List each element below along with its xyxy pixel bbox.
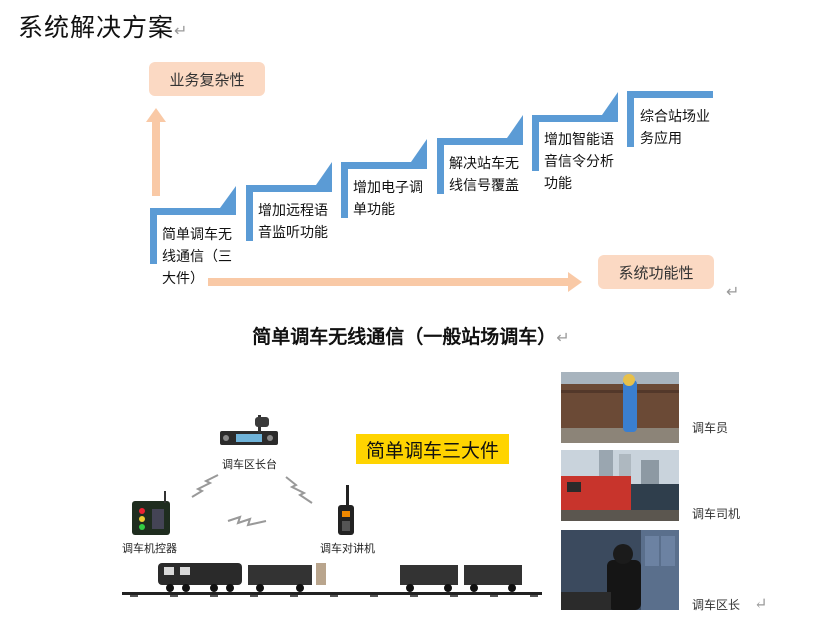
three-items-highlight: 简单调车三大件 xyxy=(356,434,509,464)
step-5: 增加智能语 音信令分析 功能 xyxy=(544,129,614,195)
device-diagram xyxy=(122,415,542,597)
step-line: 线通信（三 xyxy=(162,249,232,265)
step-line: 解决站车无 xyxy=(449,156,519,172)
driver-photo xyxy=(561,450,679,521)
business-complexity-pill: 业务复杂性 xyxy=(149,62,265,96)
horizontal-arrow-head xyxy=(568,272,582,292)
signal-zigzag xyxy=(191,474,219,498)
step-3: 增加电子调 单功能 xyxy=(353,177,423,221)
title-text: 系统解决方案 xyxy=(18,13,175,42)
return-mark: ↵ xyxy=(754,594,768,613)
step-line: 增加远程语 xyxy=(258,203,328,219)
step5-top xyxy=(532,115,618,122)
controller-label: 调车机控器 xyxy=(122,542,177,555)
step1-corner xyxy=(220,186,236,208)
step4-top xyxy=(437,138,523,145)
supervisor-photo xyxy=(561,530,679,610)
system-function-pill: 系统功能性 xyxy=(598,255,714,289)
train-icon xyxy=(122,563,542,597)
base-station-label: 调车区长台 xyxy=(222,458,277,471)
walkie-talkie-icon xyxy=(338,485,354,535)
step6-left xyxy=(627,91,634,147)
step5-corner xyxy=(602,92,618,115)
step1-top xyxy=(150,208,236,215)
step3-left xyxy=(341,162,348,218)
signal-zigzag xyxy=(227,515,267,527)
step3-top xyxy=(341,162,427,169)
step-4: 解决站车无 线信号覆盖 xyxy=(449,153,519,197)
controller-icon xyxy=(132,491,170,535)
signal-zigzag xyxy=(285,476,313,504)
return-mark: ↵ xyxy=(726,282,740,301)
step1-left xyxy=(150,208,157,264)
step2-left xyxy=(246,185,253,241)
step-line: 增加智能语 xyxy=(544,132,614,148)
step-2: 增加远程语 音监听功能 xyxy=(258,200,328,244)
driver-label: 调车司机 xyxy=(692,507,741,521)
step-line: 音信令分析 xyxy=(544,154,614,170)
step-line: 务应用 xyxy=(640,131,682,147)
step2-corner xyxy=(316,162,332,185)
horizontal-arrow-shaft xyxy=(208,278,570,286)
base-station-icon xyxy=(220,415,278,445)
step-line: 线信号覆盖 xyxy=(449,178,519,194)
vertical-arrow-shaft xyxy=(152,120,160,196)
step4-left xyxy=(437,138,444,194)
return-mark: ↵ xyxy=(556,328,570,347)
shunter-photo xyxy=(561,372,679,443)
step5-left xyxy=(532,115,539,171)
step-line: 单功能 xyxy=(353,202,395,218)
step4-corner xyxy=(507,115,523,138)
step-6: 综合站场业 务应用 xyxy=(640,106,710,150)
step-1: 简单调车无 线通信（三 大件） xyxy=(162,224,232,290)
step-line: 大件） xyxy=(162,271,204,287)
supervisor-label-text: 调车区长 xyxy=(692,598,741,612)
walkie-talkie-label: 调车对讲机 xyxy=(320,542,375,555)
section-heading: 简单调车无线通信（一般站场调车）↵ xyxy=(0,322,822,349)
return-mark: ↵ xyxy=(174,21,189,40)
shunter-label: 调车员 xyxy=(692,421,729,435)
supervisor-label: 调车区长 ↵ xyxy=(692,594,767,613)
step-line: 简单调车无 xyxy=(162,227,232,243)
step-line: 综合站场业 xyxy=(640,109,710,125)
step-line: 音监听功能 xyxy=(258,225,328,241)
step-line: 增加电子调 xyxy=(353,180,423,196)
step2-top xyxy=(246,185,332,192)
step3-corner xyxy=(411,139,427,162)
page-title: 系统解决方案↵ xyxy=(18,8,188,44)
step6-top xyxy=(627,91,713,98)
section-heading-text: 简单调车无线通信（一般站场调车） xyxy=(252,326,557,348)
vertical-arrow-head xyxy=(146,108,166,122)
step-line: 功能 xyxy=(544,176,572,192)
